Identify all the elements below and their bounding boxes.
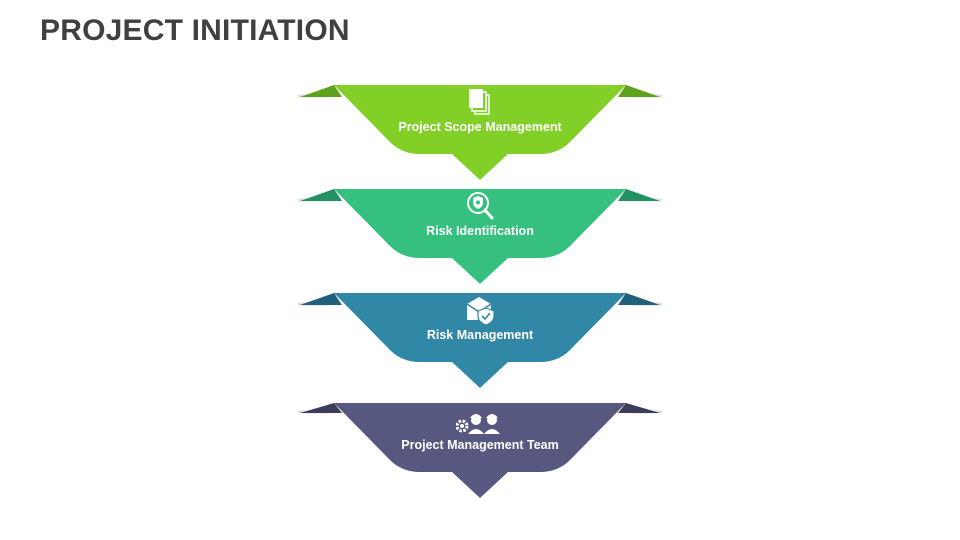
documents-icon xyxy=(469,89,490,115)
step-project-scope-management: Project Scope Management xyxy=(290,80,670,190)
step-label: Project Management Team xyxy=(401,438,559,452)
step-shape xyxy=(298,189,662,284)
step-shape xyxy=(298,293,662,388)
page-title: PROJECT INITIATION xyxy=(40,14,350,47)
step-label: Project Scope Management xyxy=(398,120,562,134)
step-label: Risk Management xyxy=(426,328,534,342)
envelope-shield-icon xyxy=(466,297,495,326)
step-shape xyxy=(298,85,662,180)
step-risk-management: Risk Management xyxy=(290,288,670,398)
step-label: Risk Identification xyxy=(426,224,534,238)
step-shape xyxy=(298,403,662,498)
team-gear-icon xyxy=(456,414,500,434)
step-project-management-team: Project Management Team xyxy=(290,398,670,508)
magnifier-shield-icon xyxy=(467,192,494,220)
step-risk-identification: Risk Identification xyxy=(290,184,670,294)
